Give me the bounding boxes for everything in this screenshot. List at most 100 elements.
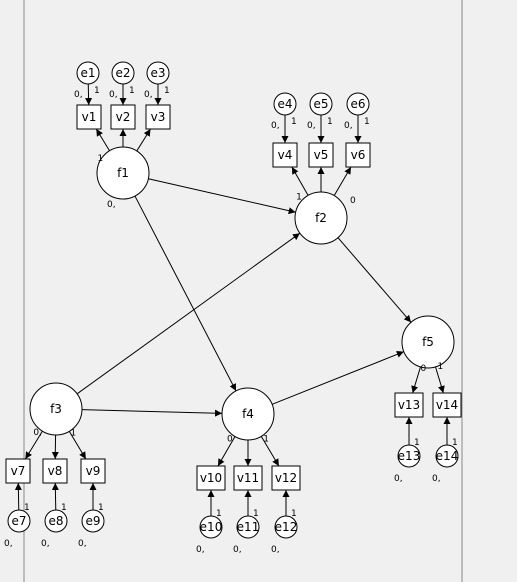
error-variance-e3: 0, (144, 90, 153, 100)
loading-path-f3-v7 (24, 430, 43, 460)
error-node-e14[interactable]: e14 (435, 444, 459, 468)
observed-node-v14[interactable]: v14 (432, 392, 462, 418)
structural-path-f4-f5 (271, 351, 405, 405)
error-label-e12: e12 (275, 520, 298, 534)
structural-path-f1-f2 (148, 178, 296, 215)
observed-node-v13[interactable]: v13 (394, 392, 424, 418)
observed-node-v5[interactable]: v5 (308, 142, 334, 168)
error-node-e2[interactable]: e2 (111, 61, 135, 85)
error-node-e6[interactable]: e6 (346, 92, 370, 116)
observed-node-v12[interactable]: v12 (271, 465, 301, 491)
observed-node-v2[interactable]: v2 (110, 104, 136, 130)
error-label-e8: e8 (48, 514, 63, 528)
observed-node-v11[interactable]: v11 (233, 465, 263, 491)
factor-variance-f1: 0, (107, 200, 116, 210)
error-path-label-e13: 1 (414, 438, 420, 448)
loading-label-f3-v7: 0, (33, 428, 42, 438)
loading-label-f4-v10: 0 (227, 435, 233, 445)
error-label-e2: e2 (115, 66, 130, 80)
error-label-e13: e13 (398, 449, 421, 463)
error-variance-e12: 0, (271, 545, 280, 555)
error-variance-e11: 0, (233, 545, 242, 555)
error-label-e7: e7 (11, 514, 26, 528)
error-node-e5[interactable]: e5 (309, 92, 333, 116)
loading-label-f1-v1: 1 (98, 154, 104, 164)
error-node-e12[interactable]: e12 (274, 515, 298, 539)
loading-label-f5-v13: 0 (420, 364, 426, 374)
loading-label-f2-v4: 1 (296, 192, 302, 202)
error-variance-e4: 0, (271, 121, 280, 131)
error-path-e8 (51, 482, 59, 511)
factor-label-f1: f1 (117, 166, 129, 180)
observed-node-v3[interactable]: v3 (145, 104, 171, 130)
error-label-e6: e6 (350, 97, 365, 111)
observed-label-v6: v6 (351, 148, 366, 162)
observed-label-v7: v7 (11, 464, 26, 478)
loading-path-f2-v4 (291, 166, 309, 196)
error-path-label-e14: 1 (452, 438, 458, 448)
error-variance-e9: 0, (78, 539, 87, 549)
error-variance-e14: 0, (432, 474, 441, 484)
error-variance-e10: 0, (196, 545, 205, 555)
factor-node-f3[interactable]: f3 (29, 382, 83, 436)
error-path-label-e1: 1 (94, 86, 100, 96)
observed-node-v1[interactable]: v1 (76, 104, 102, 130)
observed-label-v2: v2 (116, 110, 131, 124)
error-node-e13[interactable]: e13 (397, 444, 421, 468)
observed-node-v6[interactable]: v6 (345, 142, 371, 168)
error-node-e4[interactable]: e4 (273, 92, 297, 116)
error-path-label-e8: 1 (61, 503, 67, 513)
factor-node-f2[interactable]: f2 (294, 191, 348, 245)
error-path-label-e4: 1 (291, 117, 297, 127)
error-label-e10: e10 (200, 520, 223, 534)
error-node-e11[interactable]: e11 (236, 515, 260, 539)
error-label-e14: e14 (436, 449, 459, 463)
error-label-e4: e4 (277, 97, 292, 111)
error-label-e5: e5 (313, 97, 328, 111)
loading-label-f5-v14: 1 (438, 362, 444, 372)
error-variance-e5: 0, (307, 121, 316, 131)
observed-label-v11: v11 (237, 471, 259, 485)
observed-label-v10: v10 (200, 471, 222, 485)
observed-node-v4[interactable]: v4 (272, 142, 298, 168)
error-label-e1: e1 (80, 66, 95, 80)
error-node-e1[interactable]: e1 (76, 61, 100, 85)
factor-node-f4[interactable]: f4 (221, 387, 275, 441)
observed-node-v8[interactable]: v8 (42, 458, 68, 484)
observed-label-v5: v5 (314, 148, 329, 162)
loading-path-f2-v6 (333, 166, 352, 196)
loading-path-f1-v1 (95, 128, 110, 152)
observed-label-v9: v9 (86, 464, 101, 478)
observed-node-v9[interactable]: v9 (80, 458, 106, 484)
nodes-layer: f1 f2 f3 f4 f5 v1 v2 v3 v4 v5 v6 v7 v8 v9 v10 v11 v12 v13… (5, 61, 462, 539)
error-variance-e7: 0, (4, 539, 13, 549)
error-path-e7 (14, 482, 22, 511)
loading-path-f5-v14 (435, 366, 445, 394)
error-path-label-e2: 1 (129, 86, 135, 96)
loading-label-f3-v9: 1 (70, 428, 76, 438)
error-node-e9[interactable]: e9 (81, 509, 105, 533)
factor-node-f1[interactable]: f1 (96, 146, 150, 200)
error-node-e10[interactable]: e10 (199, 515, 223, 539)
loading-path-f4-v10 (217, 436, 236, 467)
factor-node-f5[interactable]: f5 (401, 315, 455, 369)
observed-label-v8: v8 (48, 464, 63, 478)
error-node-e7[interactable]: e7 (7, 509, 31, 533)
factor-label-f5: f5 (422, 335, 434, 349)
factor-label-f2: f2 (315, 211, 327, 225)
error-path-label-e3: 1 (164, 86, 170, 96)
error-path-label-e6: 1 (364, 117, 370, 127)
error-variance-e6: 0, (344, 121, 353, 131)
loading-path-f4-v12 (260, 436, 280, 467)
observed-node-v10[interactable]: v10 (196, 465, 226, 491)
observed-node-v7[interactable]: v7 (5, 458, 31, 484)
structural-path-f1-f4 (134, 195, 237, 392)
observed-label-v4: v4 (278, 148, 293, 162)
error-node-e3[interactable]: e3 (146, 61, 170, 85)
error-node-e8[interactable]: e8 (44, 509, 68, 533)
structural-path-f3-f2 (76, 232, 301, 395)
error-variance-e2: 0, (109, 90, 118, 100)
error-path-label-e7: 1 (24, 503, 30, 513)
